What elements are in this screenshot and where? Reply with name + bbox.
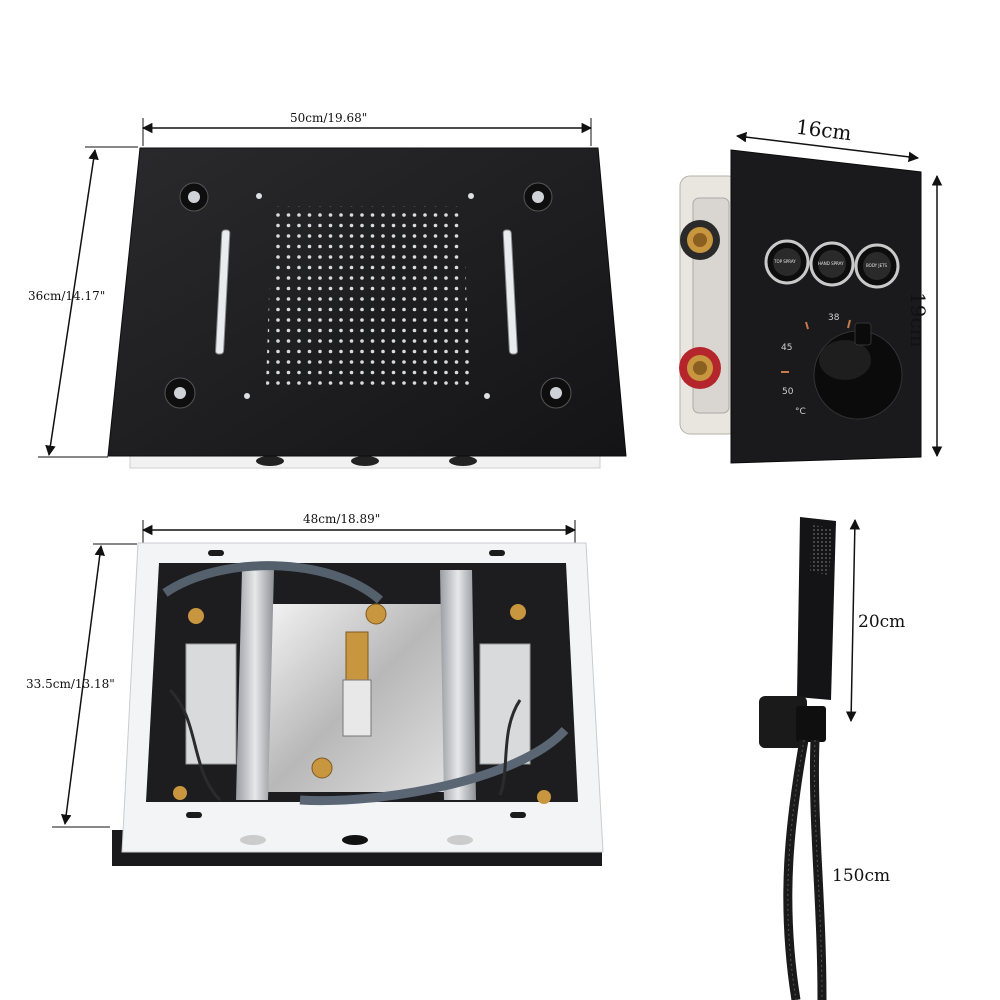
mounting-box [52, 520, 604, 866]
box-height-label: 33.5cm/13.18" [26, 677, 115, 691]
handheld-length-label: 20cm [858, 612, 906, 632]
handheld-shower [759, 517, 861, 1000]
valve-scale-38: 38 [828, 313, 840, 323]
thermostatic-valve [679, 131, 943, 464]
hand-spray-label: HAND SPRAY [818, 261, 844, 266]
rain-height-label: 36cm/14.17" [28, 289, 106, 303]
valve-height-label: 19cm [906, 292, 930, 348]
body-jets-button [854, 243, 900, 289]
valve-scale-45: 45 [781, 343, 793, 353]
rain-width-label: 50cm/19.68" [290, 111, 368, 125]
top-spray-label: TOP SPRAY [774, 259, 796, 264]
inlet-port-cold [680, 220, 720, 260]
inlet-port-hot [679, 347, 721, 389]
valve-scale-50: 50 [782, 387, 794, 397]
corner-light-icon [164, 182, 572, 409]
temperature-knob [813, 322, 903, 420]
valve-unit-label: °C [795, 407, 806, 417]
rain-shower-panel [38, 118, 627, 469]
body-jets-label: BODY JETS [866, 263, 888, 268]
top-spray-button [764, 239, 810, 285]
box-width-label: 48cm/18.89" [303, 512, 381, 526]
hose-length-label: 150cm [832, 866, 891, 886]
hand-spray-button [809, 241, 855, 287]
